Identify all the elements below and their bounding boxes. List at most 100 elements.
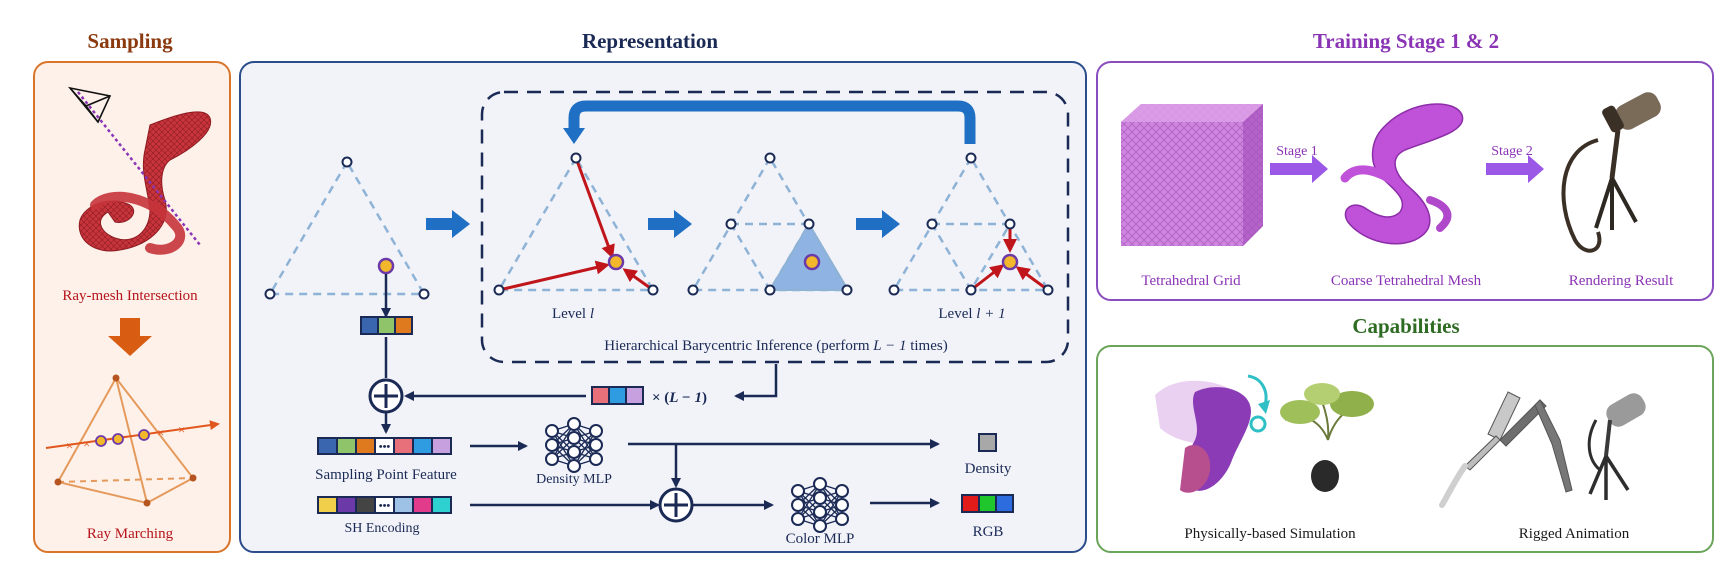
stage2-label: Stage 2 <box>1491 144 1533 159</box>
red-tetra-mesh-image <box>78 111 212 255</box>
simulation-image <box>1155 374 1270 493</box>
training-title: Training Stage 1 & 2 <box>1313 29 1499 53</box>
representation-title: Representation <box>582 29 718 53</box>
feature-cell <box>995 494 1014 513</box>
feature-cell <box>355 437 376 455</box>
ellipsis-text: ••• <box>379 500 391 512</box>
sampling-title: Sampling <box>87 29 173 53</box>
mlp-node <box>589 452 603 466</box>
rigged-mesh-image <box>1439 391 1573 508</box>
mlp-node <box>791 498 805 512</box>
mlp-node <box>791 484 805 498</box>
hier-output-arrow <box>734 364 778 401</box>
times-label: × (L − 1) <box>652 390 707 406</box>
sh-encoding-label: SH Encoding <box>344 521 419 536</box>
mlp-node <box>567 459 581 473</box>
mlp-node <box>835 484 849 498</box>
feature-cell <box>431 437 452 455</box>
tet-grid-label: Tetrahedral Grid <box>1141 273 1241 289</box>
capabilities-box <box>1096 345 1714 553</box>
feature-cell <box>978 494 997 513</box>
feature-cell <box>336 437 357 455</box>
level-feature-vector <box>591 386 644 405</box>
sh-encoding-vector: ••• <box>317 496 452 514</box>
feature-cell <box>393 437 414 455</box>
density-mlp-label: Density MLP <box>536 472 612 487</box>
feature-cell <box>336 496 357 514</box>
density-output-box <box>978 433 997 452</box>
camera-icon <box>67 86 112 124</box>
feature-cell <box>431 496 452 514</box>
ray-marching-caption: Ray Marching <box>87 526 174 542</box>
sampling-ray <box>77 91 201 246</box>
feature-cell <box>360 316 379 335</box>
svg-text:×: × <box>66 438 73 453</box>
hierarchical-box <box>480 90 1070 364</box>
feature-cell <box>393 496 414 514</box>
mlp-node <box>813 491 827 505</box>
loop-arrow-head <box>563 128 585 144</box>
level-l-triangle <box>493 152 659 296</box>
svg-text:×: × <box>83 436 90 451</box>
mlp-node <box>813 505 827 519</box>
representation-panel: Representation <box>239 29 1087 553</box>
sampling-feature-label: Sampling Point Feature <box>315 467 457 483</box>
sampling-feature-vector: ••• <box>317 437 452 455</box>
mlp-node <box>567 431 581 445</box>
tetrahedral-grid-image <box>1121 104 1263 246</box>
level-l1-label: Level l + 1 <box>938 306 1005 322</box>
mlp-node <box>813 519 827 533</box>
feature-cell <box>625 386 644 405</box>
mlp-node <box>589 424 603 438</box>
feature-cell <box>355 496 376 514</box>
feature-cell <box>961 494 980 513</box>
training-panel: Training Stage 1 & 2 Tetrahedral Grid St… <box>1096 29 1714 301</box>
sampling-panel: Sampling Ray-mesh Intersection × × × × <box>33 29 231 553</box>
coarse-mesh-label: Coarse Tetrahedral Mesh <box>1331 273 1482 289</box>
hierarchical-caption: Hierarchical Barycentric Inference (perf… <box>604 338 947 354</box>
svg-text:×: × <box>178 422 185 437</box>
feature-cell <box>412 496 433 514</box>
plant-image <box>1280 383 1374 492</box>
subdivided-triangle <box>687 152 853 296</box>
feature-cell <box>377 316 396 335</box>
ray-mesh-caption: Ray-mesh Intersection <box>62 288 198 304</box>
feature-cell <box>978 433 997 452</box>
mlp-node <box>567 417 581 431</box>
stage1-label: Stage 1 <box>1276 144 1318 159</box>
sampling-down-arrow <box>108 318 152 356</box>
color-mlp-icon <box>791 477 849 533</box>
animated-microphone-image <box>1587 393 1646 500</box>
rgb-label: RGB <box>973 524 1004 540</box>
step-arrows <box>426 210 900 238</box>
stage1-arrow <box>1270 155 1328 183</box>
concat-node-1 <box>368 378 404 414</box>
capabilities-title: Capabilities <box>1352 314 1459 338</box>
representation-box <box>239 61 1087 553</box>
mlp-node <box>545 438 559 452</box>
color-mlp-label: Color MLP <box>786 531 855 547</box>
feature-cell <box>394 316 413 335</box>
coarse-mesh-image <box>1340 103 1464 245</box>
query-feature-vector <box>360 316 413 335</box>
rgb-output-vector <box>961 494 1014 513</box>
microphone-render-image <box>1561 92 1661 253</box>
mlp-node <box>791 512 805 526</box>
feature-cell <box>317 437 338 455</box>
mlp-node <box>835 498 849 512</box>
mlp-node <box>545 452 559 466</box>
level-l1-triangle <box>888 152 1054 296</box>
stage2-arrow <box>1486 155 1544 183</box>
mlp-node <box>567 445 581 459</box>
query-triangle <box>264 156 430 300</box>
loop-arrow <box>568 100 976 144</box>
level-l-label: Level l <box>552 306 594 322</box>
density-mlp-icon <box>545 417 603 473</box>
density-label: Density <box>965 461 1012 477</box>
mlp-node <box>589 438 603 452</box>
feature-cell <box>412 437 433 455</box>
rendering-result-label: Rendering Result <box>1569 273 1674 289</box>
animation-label: Rigged Animation <box>1519 526 1630 542</box>
feature-cell <box>591 386 610 405</box>
